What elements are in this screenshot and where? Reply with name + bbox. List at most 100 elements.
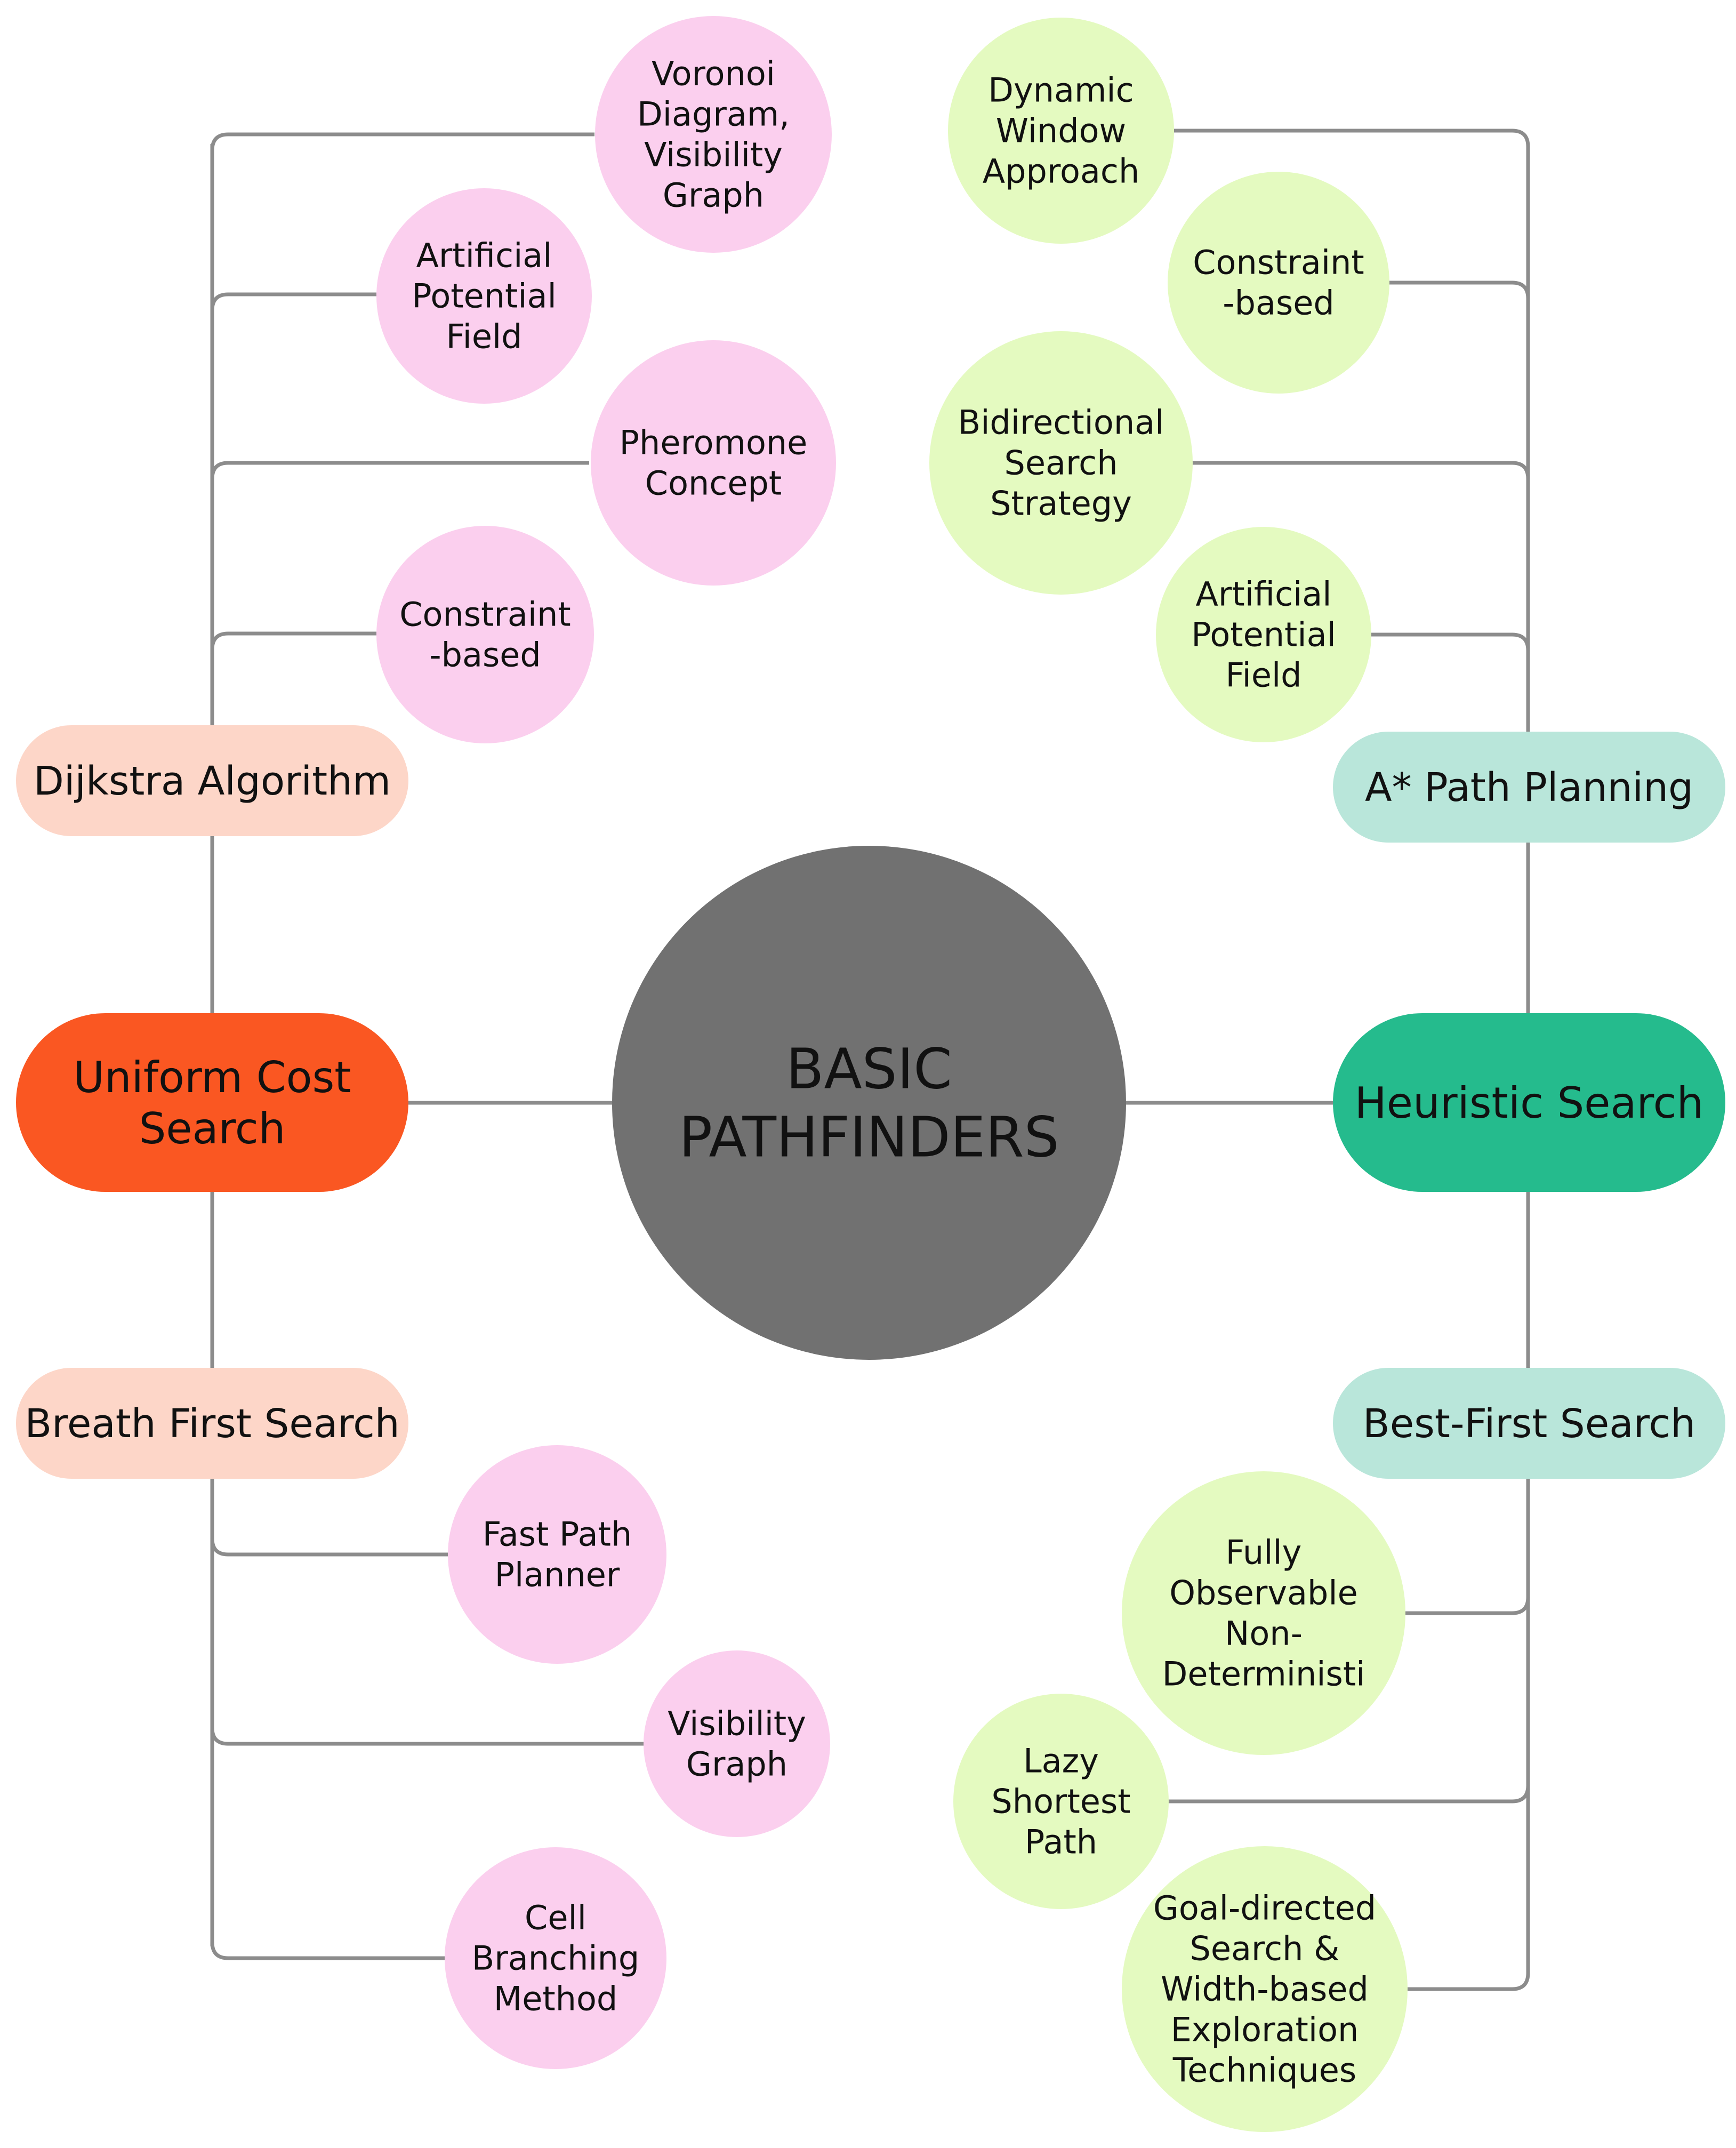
apf-left-circle[interactable] [376, 188, 592, 404]
breath-first-pill[interactable] [16, 1368, 408, 1479]
connector-lazy-shortest [1168, 1785, 1530, 1804]
dijkstra-pill[interactable] [16, 725, 408, 836]
best-first-label-line: Best-First Search [1363, 1401, 1695, 1447]
voronoi-label-line: Voronoi [652, 54, 775, 93]
fully-observable-label-line: Observable [1169, 1574, 1358, 1613]
constraint-right-circle[interactable] [1168, 172, 1389, 394]
branch-dijkstra-algorithm[interactable]: Dijkstra Algorithm [16, 725, 408, 836]
a-star-label: A* Path Planning [1365, 765, 1693, 811]
connector-goal-directed [1408, 1973, 1530, 1991]
uniform-cost-search-pill[interactable] [16, 1013, 408, 1192]
leaf-constraint-based-left[interactable]: Constraint-based [376, 526, 594, 743]
lazy-shortest-label-line: Shortest [991, 1782, 1130, 1821]
breath-first-label: Breath First Search [25, 1401, 399, 1447]
fully-observable-label-line: Non- [1225, 1614, 1303, 1653]
constraint-right-label: Constraint-based [1193, 243, 1364, 323]
bidirectional-circle[interactable] [929, 331, 1193, 595]
breath-first-label-line: Breath First Search [25, 1401, 399, 1447]
connector-visibility [210, 1727, 645, 1746]
pheromone-circle[interactable] [591, 340, 836, 586]
fast-path-circle[interactable] [448, 1445, 666, 1664]
best-first-pill[interactable] [1333, 1368, 1725, 1479]
goal-directed-label-line: Width-based [1161, 1970, 1369, 2009]
apf-right-label-line: Potential [1191, 615, 1336, 654]
heuristic-search-label: Heuristic Search [1355, 1078, 1704, 1128]
main-node-heuristic-search[interactable]: Heuristic Search [1333, 1013, 1725, 1192]
connector-apf-right [1371, 632, 1530, 651]
fast-path-label-line: Planner [495, 1556, 620, 1594]
apf-left-label-line: Field [446, 317, 522, 356]
best-first-label: Best-First Search [1363, 1401, 1695, 1447]
goal-directed-label-line: Search & [1190, 1929, 1339, 1968]
apf-right-label-line: Artificial [1195, 575, 1331, 614]
constraint-left-label: Constraint-based [399, 595, 570, 675]
a-star-label-line: A* Path Planning [1365, 765, 1693, 811]
uniform-cost-search-label-line: Search [139, 1104, 286, 1153]
dwa-circle[interactable] [948, 18, 1174, 244]
constraint-left-label-line: -based [429, 636, 541, 675]
branch-best-first-search[interactable]: Best-First Search [1333, 1368, 1725, 1479]
leaf-constraint-based-right[interactable]: Constraint-based [1168, 172, 1389, 394]
branch-a-star-path-planning[interactable]: A* Path Planning [1333, 732, 1725, 843]
dijkstra-label-line: Dijkstra Algorithm [34, 758, 391, 804]
connector-lines [210, 129, 1530, 1991]
connector-fast-path [210, 1538, 448, 1557]
cell-branching-label-line: Cell [525, 1898, 586, 1937]
fully-observable-label-line: Fully [1226, 1533, 1302, 1572]
apf-right-label-line: Field [1225, 656, 1301, 695]
apf-right-circle[interactable] [1156, 527, 1371, 742]
uniform-cost-search-label-line: Uniform Cost [73, 1053, 351, 1102]
voronoi-circle[interactable] [595, 16, 832, 253]
connector-constraint-left [210, 631, 376, 650]
center-title-line: PATHFINDERS [679, 1104, 1059, 1169]
center-circle [612, 846, 1126, 1360]
fully-observable-circle[interactable] [1122, 1471, 1405, 1755]
connector-cell-branching [210, 1942, 446, 1960]
constraint-left-circle[interactable] [376, 526, 594, 743]
cell-branching-label-line: Branching [472, 1939, 640, 1978]
voronoi-label-line: Diagram, [637, 95, 790, 134]
constraint-right-label-line: -based [1223, 284, 1335, 323]
goal-directed-circle[interactable] [1122, 1846, 1408, 2132]
cell-branching-circle[interactable] [445, 1847, 666, 2069]
connector-bidirectional [1192, 461, 1530, 479]
visibility-circle[interactable] [644, 1650, 830, 1837]
heuristic-search-label-line: Heuristic Search [1355, 1078, 1704, 1128]
a-star-pill[interactable] [1333, 732, 1725, 843]
visibility-label-line: Visibility [668, 1704, 806, 1743]
branch-breath-first-search[interactable]: Breath First Search [16, 1368, 408, 1479]
fast-path-label-line: Fast Path [483, 1515, 632, 1554]
bidirectional-label-line: Bidirectional [958, 403, 1164, 442]
lazy-shortest-circle[interactable] [953, 1694, 1169, 1909]
dwa-label-line: Dynamic [988, 71, 1134, 110]
dijkstra-label: Dijkstra Algorithm [34, 758, 391, 804]
constraint-right-label-line: Constraint [1193, 243, 1364, 282]
fully-observable-label-line: Deterministi [1162, 1655, 1365, 1694]
heuristic-search-pill[interactable] [1333, 1013, 1725, 1192]
apf-left-label-line: Artificial [416, 236, 552, 275]
goal-directed-label-line: Goal-directed [1153, 1889, 1376, 1928]
pheromone-label-line: Concept [645, 464, 782, 503]
